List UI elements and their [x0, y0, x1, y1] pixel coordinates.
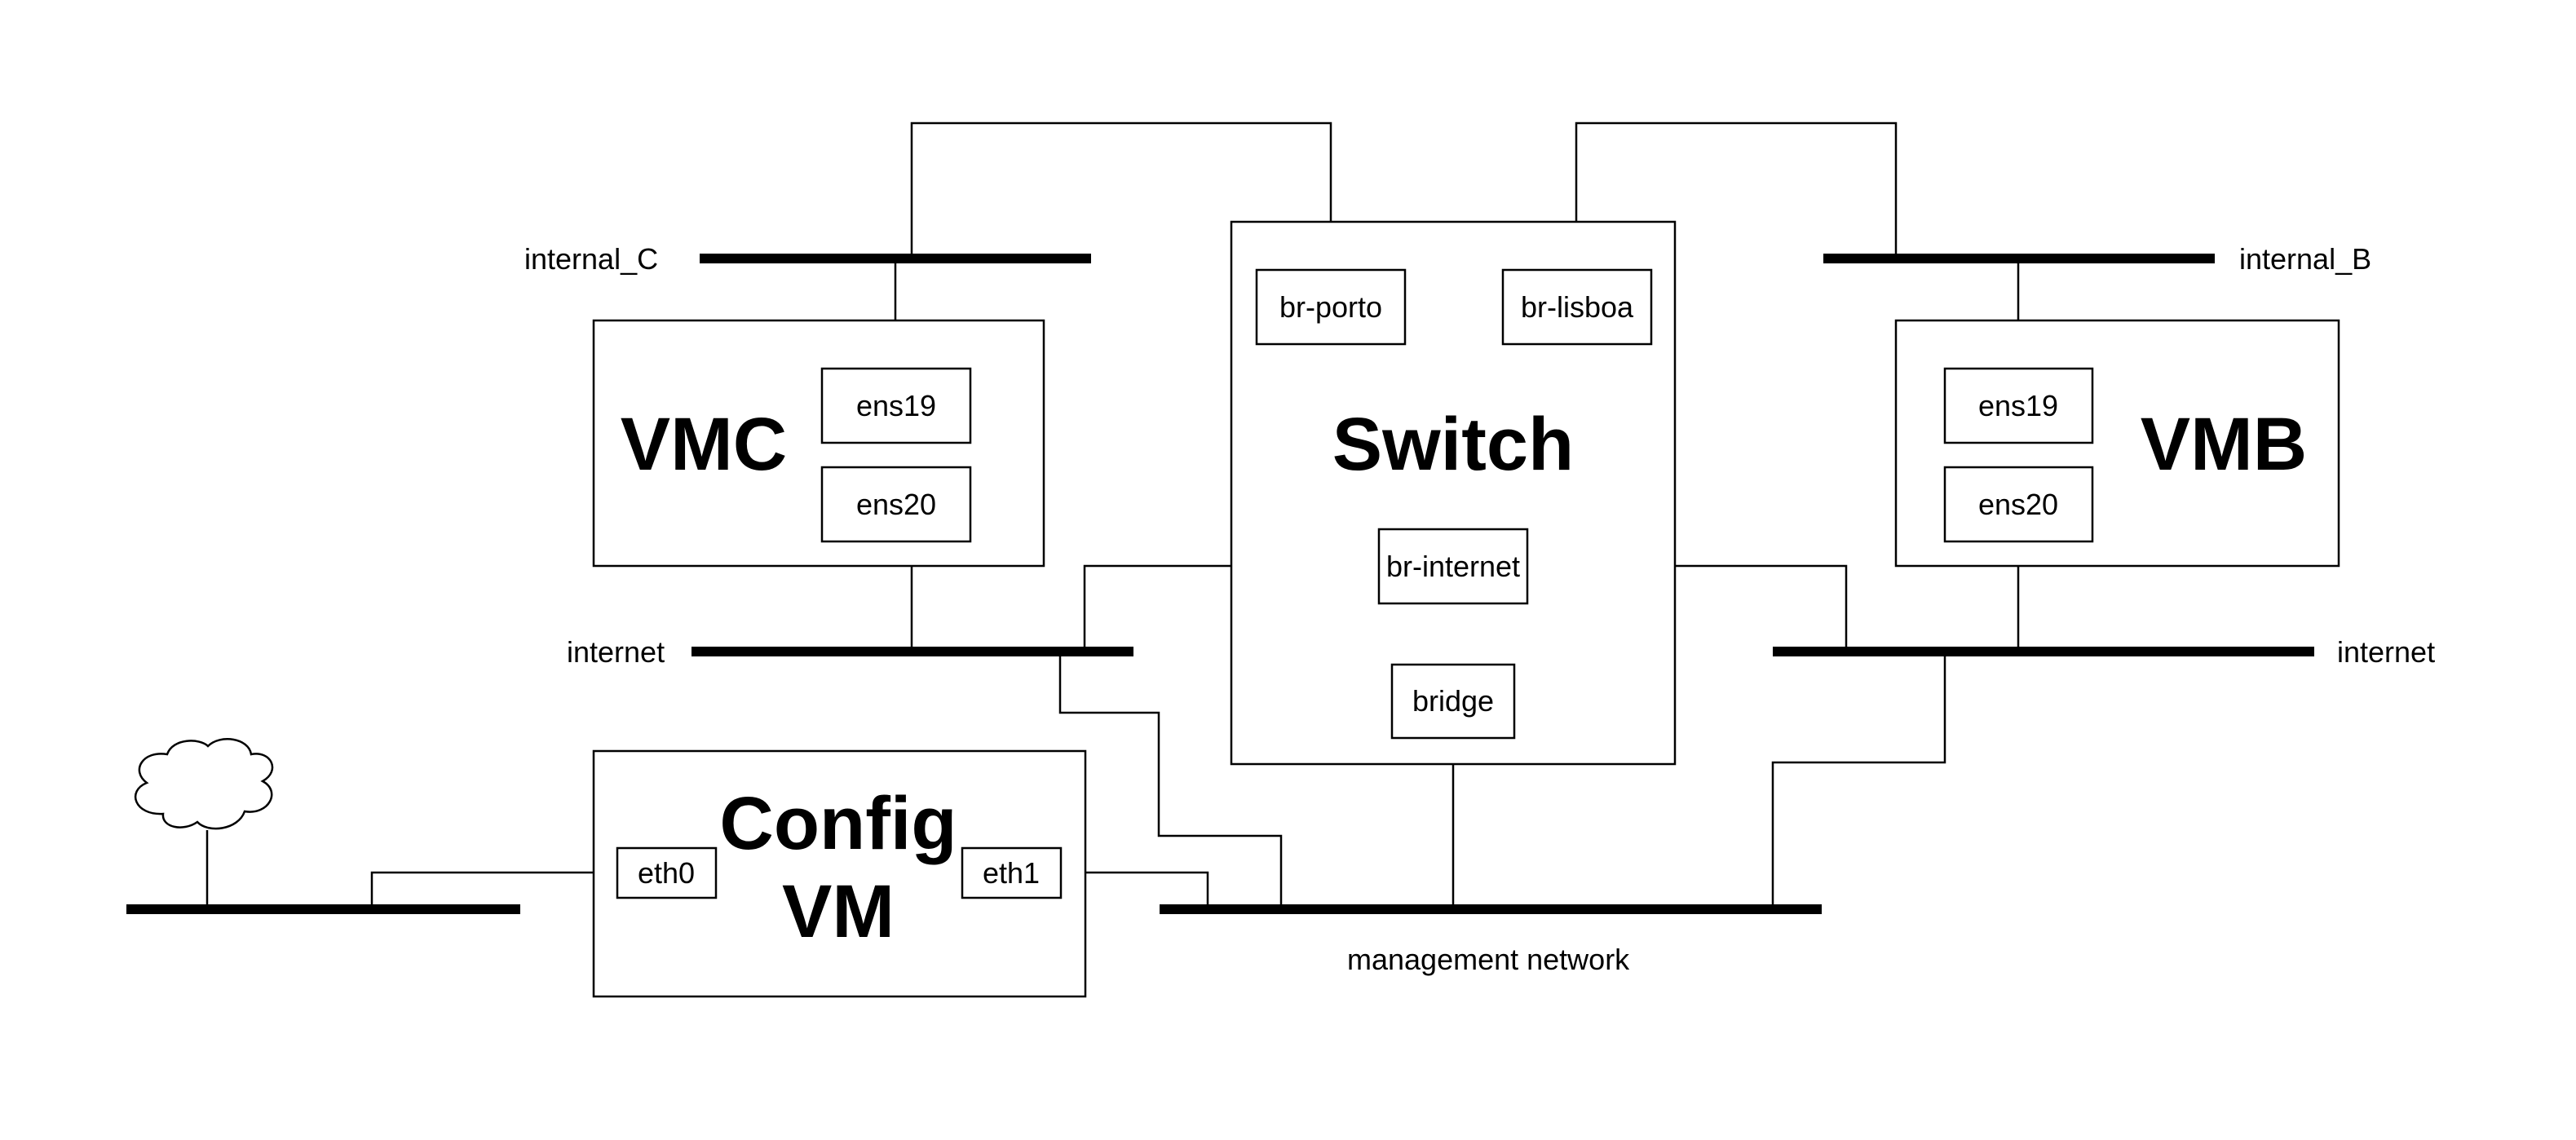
vmb-ens20-box[interactable] — [1943, 466, 2094, 543]
br-internet-label: br-internet — [1386, 550, 1520, 583]
wire-external-eth0 — [370, 871, 617, 909]
br-lisboa-label: br-lisboa — [1521, 290, 1634, 324]
eth1-box[interactable] — [961, 846, 1063, 899]
wire-internal-c-br-porto — [910, 122, 1332, 270]
bridge-box[interactable] — [1390, 663, 1516, 740]
config-vm-title-line2: VM — [782, 870, 895, 953]
wire-eth1-management — [1061, 871, 1209, 909]
vmc-node[interactable]: VMC ens19 ens20 — [592, 319, 1045, 568]
wire-br-lisboa-internal-b — [1575, 122, 1898, 270]
br-porto-label: br-porto — [1279, 290, 1382, 324]
config-vm-title-line1: Config — [719, 782, 957, 865]
eth1-label: eth1 — [983, 856, 1040, 890]
wire-internet-right-management — [1771, 652, 1946, 909]
br-porto-box[interactable] — [1255, 268, 1407, 346]
cloud-icon — [134, 738, 274, 830]
vmb-node[interactable]: ens19 ens20 VMB — [1894, 319, 2340, 568]
eth0-label: eth0 — [638, 856, 695, 890]
vmc-ens20-label: ens20 — [856, 488, 936, 521]
eth0-box[interactable] — [616, 846, 718, 899]
vmb-title: VMB — [2141, 403, 2307, 486]
internet-right-label: internet — [2337, 635, 2435, 669]
internet-left-label: internet — [567, 635, 665, 669]
internal-c-label: internal_C — [524, 242, 658, 276]
internal-b-label: internal_B — [2239, 242, 2371, 276]
config-vm-node[interactable]: Config VM eth0 eth1 — [592, 749, 1087, 998]
wire-internet-left-management — [1058, 652, 1283, 909]
vmc-ens19-box[interactable] — [820, 367, 972, 444]
vmc-ens19-label: ens19 — [856, 389, 936, 422]
br-lisboa-box[interactable] — [1501, 268, 1653, 346]
vmb-ens19-label: ens19 — [1978, 389, 2058, 422]
vmb-ens20-label: ens20 — [1978, 488, 2058, 521]
switch-title: Switch — [1332, 403, 1574, 486]
vmb-ens19-box[interactable] — [1943, 367, 2094, 444]
br-internet-box[interactable] — [1377, 528, 1529, 605]
switch-node[interactable]: br-porto br-lisboa Switch br-internet br… — [1230, 220, 1677, 766]
management-network-label: management network — [1347, 943, 1630, 976]
vmc-ens20-box[interactable] — [820, 466, 972, 543]
vmc-title: VMC — [621, 403, 787, 486]
bridge-label: bridge — [1412, 684, 1494, 718]
